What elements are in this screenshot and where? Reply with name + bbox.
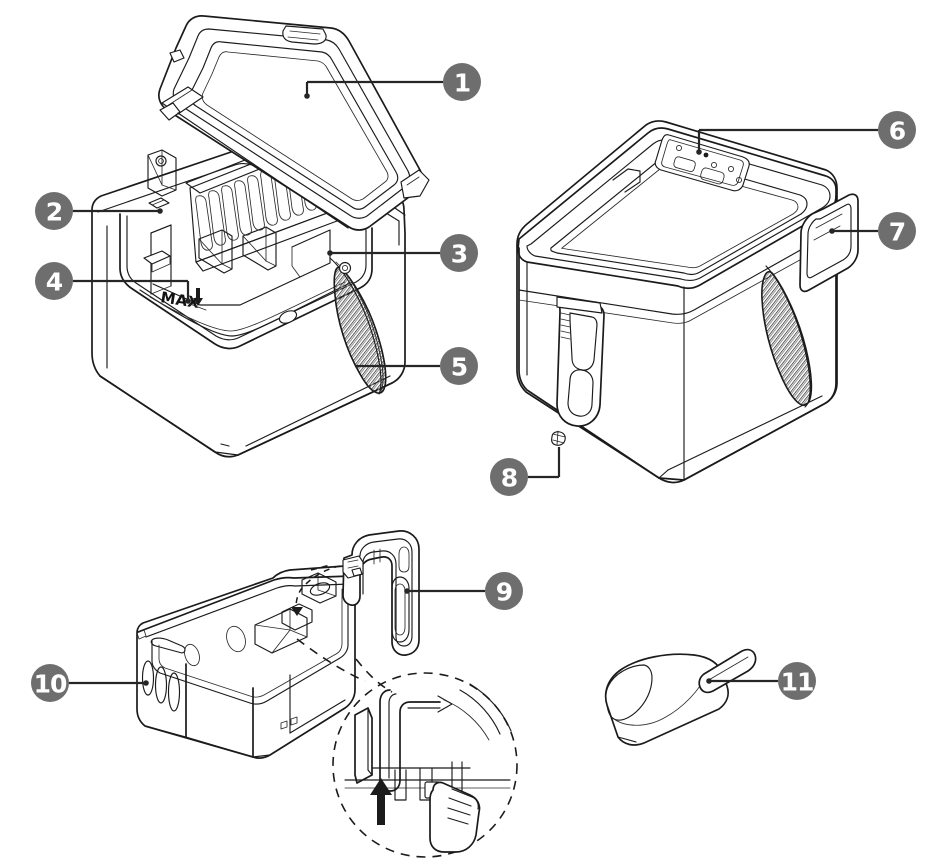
ice-basket-handle [342, 530, 420, 656]
ice-scoop [604, 648, 778, 746]
view-open-lid: MAX [73, 15, 443, 458]
callout-badge-number: 6 [889, 117, 906, 146]
drain-plug [551, 430, 566, 446]
callout-badges: 1 2 3 4 5 6 7 8 9 10 11 [31, 63, 916, 702]
callout-badge-number: 4 [46, 268, 63, 297]
callout-badge-number: 10 [34, 670, 67, 699]
callout-badge-number: 7 [889, 218, 905, 247]
callout-badge-number: 11 [781, 668, 814, 697]
leaders-view-3 [69, 588, 485, 686]
callout-badge-circle [878, 212, 916, 250]
control-panel [654, 134, 750, 192]
callout-5[interactable]: 5 [440, 347, 478, 385]
callout-badge-circle [485, 572, 523, 610]
leaders-view-1 [73, 80, 443, 368]
callout-badge-number: 2 [46, 198, 62, 227]
callout-badge-circle [35, 192, 73, 230]
callout-10[interactable]: 10 [31, 664, 69, 702]
callout-9[interactable]: 9 [485, 572, 523, 610]
detail-callout-lines [296, 638, 393, 693]
callout-11[interactable]: 11 [778, 662, 816, 700]
callout-badge-number: 1 [454, 69, 470, 98]
view-basket [69, 530, 518, 858]
ice-basket [136, 565, 356, 759]
callout-badge-number: 9 [496, 578, 512, 607]
callout-badge-circle [443, 63, 481, 101]
cabinet-body: MAX [91, 129, 406, 458]
callout-badge-circle [31, 664, 69, 702]
lid [157, 15, 430, 231]
side-handle [799, 193, 859, 293]
finger-icon [429, 781, 481, 853]
front-latch [556, 296, 605, 427]
callout-1[interactable]: 1 [443, 63, 481, 101]
view-closed [516, 120, 878, 484]
callout-badge-circle [778, 662, 816, 700]
max-water-level-mark: MAX [159, 288, 207, 312]
callout-badge-number: 8 [501, 464, 517, 493]
assembly-path [291, 564, 341, 617]
callout-badge-circle [490, 458, 528, 496]
callout-badge-number: 5 [451, 353, 467, 382]
callout-2[interactable]: 2 [35, 192, 73, 230]
callout-badge-circle [440, 347, 478, 385]
callout-8[interactable]: 8 [490, 458, 528, 496]
leaders-view-2 [528, 128, 878, 479]
callout-7[interactable]: 7 [878, 212, 916, 250]
callout-badge-circle [878, 111, 916, 149]
callout-3[interactable]: 3 [440, 234, 478, 272]
handle-release-detail [332, 672, 518, 858]
callout-badge-circle [35, 262, 73, 300]
max-label: MAX [159, 288, 200, 312]
callout-badge-circle [440, 234, 478, 272]
side-air-vent-closed [761, 265, 813, 408]
callout-badge-number: 3 [451, 240, 467, 269]
callout-6[interactable]: 6 [878, 111, 916, 149]
callout-4[interactable]: 4 [35, 262, 73, 300]
